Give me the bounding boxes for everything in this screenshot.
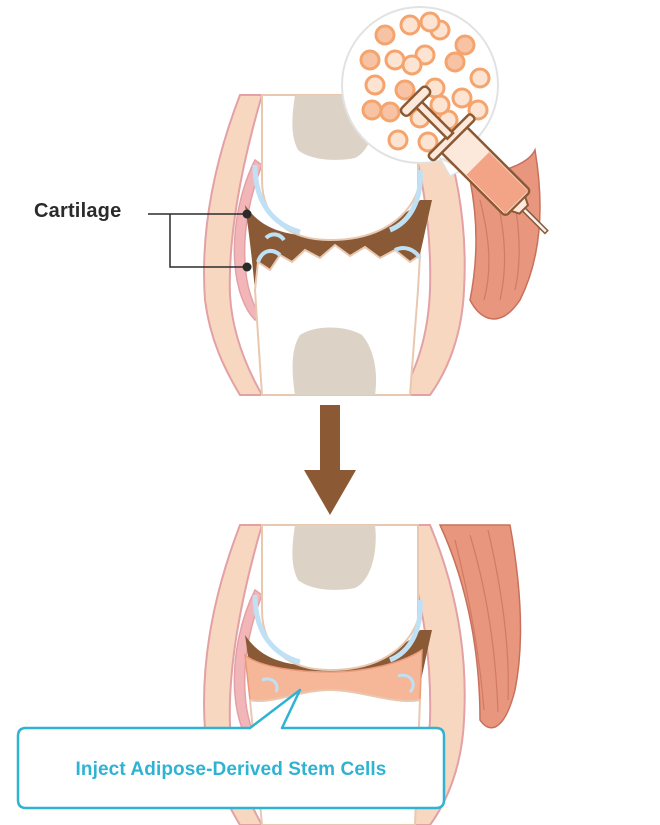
cartilage-leader-line: [148, 213, 247, 268]
stem-cell: [429, 94, 451, 116]
syringe-icon: [399, 85, 549, 235]
stem-cell: [361, 99, 383, 121]
stem-cell: [451, 87, 473, 109]
damaged-joint: [148, 94, 541, 396]
stem-cell: [384, 49, 406, 71]
stem-cell: [379, 101, 401, 123]
stem-cell: [364, 74, 386, 96]
muscle-bottom: [438, 524, 522, 729]
callout-box: [16, 688, 446, 810]
stem-cell: [417, 131, 439, 153]
stem-cell: [469, 67, 491, 89]
stem-cell: [419, 11, 441, 33]
callout-label: Inject Adipose-Derived Stem Cells: [75, 759, 387, 780]
stem-cell: [374, 24, 396, 46]
stem-cell: [359, 49, 381, 71]
stem-cell: [401, 54, 423, 76]
stem-cell: [454, 34, 476, 56]
down-arrow-icon: [304, 405, 356, 515]
stem-cell: [467, 99, 489, 121]
cartilage-label: Cartilage: [34, 200, 122, 222]
stem-cell: [394, 79, 416, 101]
stem-cell: [387, 129, 409, 151]
stem-cell: [399, 14, 421, 36]
lower-marrow-top: [292, 327, 377, 395]
stem-cell: [444, 51, 466, 73]
